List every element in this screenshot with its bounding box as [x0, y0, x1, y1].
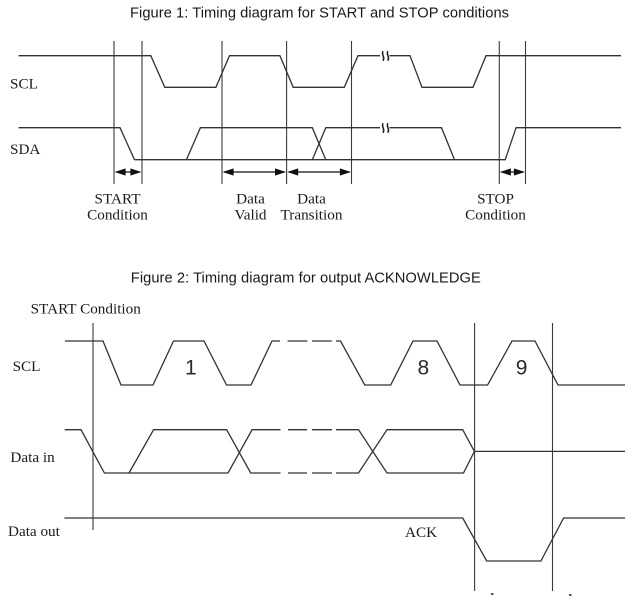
svg-text:Data: Data [297, 191, 326, 208]
svg-text:Figure 1: Timing diagram for S: Figure 1: Timing diagram for START and S… [130, 6, 509, 22]
svg-text:Data in: Data in [10, 449, 55, 466]
svg-text:SCL: SCL [13, 358, 41, 375]
svg-text:9: 9 [516, 357, 528, 380]
svg-text:Condition: Condition [87, 207, 148, 224]
svg-text:SDA: SDA [10, 141, 40, 158]
svg-text:1: 1 [185, 356, 197, 379]
svg-text:Figure 2: Timing diagram for o: Figure 2: Timing diagram for output ACKN… [131, 271, 481, 287]
svg-text:START: START [95, 191, 142, 208]
svg-text:SCL: SCL [10, 76, 38, 93]
svg-text:START Condition: START Condition [31, 300, 142, 317]
svg-text:Condition: Condition [465, 207, 526, 224]
svg-text:Transition: Transition [281, 207, 343, 224]
svg-text:STOP: STOP [477, 191, 514, 208]
svg-text:Valid: Valid [234, 207, 266, 224]
svg-text:8: 8 [418, 357, 430, 380]
svg-text:Data out: Data out [8, 523, 61, 540]
svg-text:ACK: ACK [405, 524, 437, 541]
svg-text:Data: Data [236, 191, 265, 208]
